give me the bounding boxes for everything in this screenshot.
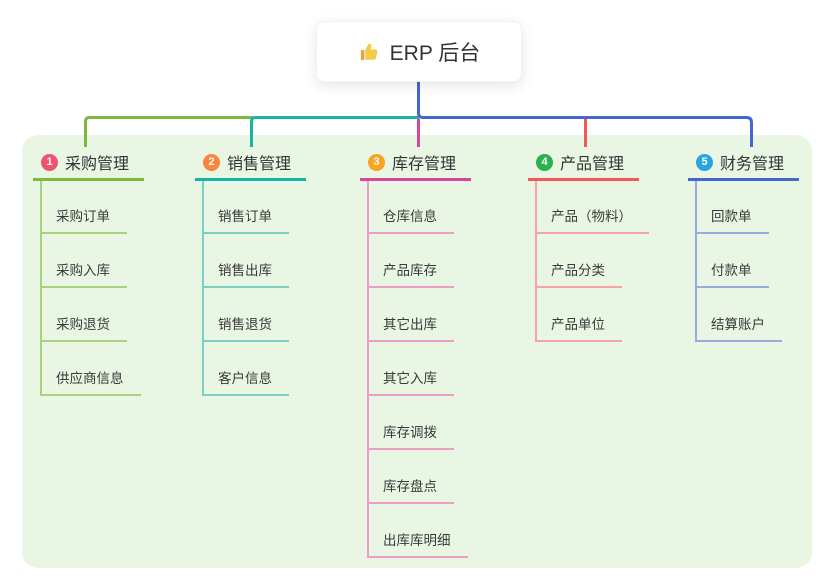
branch-3-items: 仓库信息产品库存其它出库其它入库库存调拨库存盘点出库库明细 (367, 181, 471, 558)
branch-4-items: 产品（物料）产品分类产品单位 (535, 181, 649, 342)
branch-2: 2 销售管理销售订单销售出库销售退货客户信息 (195, 148, 307, 396)
branch-4-title[interactable]: 4 产品管理 (528, 148, 640, 181)
branch-5-item-1[interactable]: 回款单 (697, 181, 769, 234)
branch-2-number-badge: 2 (203, 153, 220, 171)
branch-2-item-3[interactable]: 销售退货 (204, 288, 289, 342)
branch-3-item-2[interactable]: 产品库存 (369, 234, 454, 288)
branch-4: 4 产品管理产品（物料）产品分类产品单位 (528, 148, 649, 342)
branch-1-items: 采购订单采购入库采购退货供应商信息 (40, 181, 144, 396)
branch-5-item-3[interactable]: 结算账户 (697, 288, 782, 342)
branch-1-item-3[interactable]: 采购退货 (42, 288, 127, 342)
branch-1: 1 采购管理采购订单采购入库采购退货供应商信息 (33, 148, 145, 396)
branch-2-item-4[interactable]: 客户信息 (204, 342, 289, 396)
thumbs-up-icon (358, 40, 381, 63)
branch-4-item-3[interactable]: 产品单位 (537, 288, 622, 342)
branch-4-item-2[interactable]: 产品分类 (537, 234, 622, 288)
branch-2-items: 销售订单销售出库销售退货客户信息 (202, 181, 306, 396)
branch-2-item-1[interactable]: 销售订单 (204, 181, 289, 234)
branch-2-item-2[interactable]: 销售出库 (204, 234, 289, 288)
branch-3-item-4[interactable]: 其它入库 (369, 342, 454, 396)
branch-3-title-label: 库存管理 (392, 156, 457, 173)
branch-3-item-1[interactable]: 仓库信息 (369, 181, 454, 234)
branch-3-item-5[interactable]: 库存调拨 (369, 396, 454, 450)
branch-5-number-badge: 5 (696, 153, 713, 171)
branch-5-item-2[interactable]: 付款单 (697, 234, 769, 288)
branch-5: 5 财务管理回款单付款单结算账户 (688, 148, 800, 342)
branch-2-title-label: 销售管理 (227, 156, 292, 173)
branch-4-item-1[interactable]: 产品（物料） (537, 181, 649, 234)
branch-1-item-2[interactable]: 采购入库 (42, 234, 127, 288)
branch-3-item-7[interactable]: 出库库明细 (369, 504, 468, 558)
branch-3-title[interactable]: 3 库存管理 (360, 148, 472, 181)
branch-1-item-1[interactable]: 采购订单 (42, 181, 127, 234)
branch-3-item-6[interactable]: 库存盘点 (369, 450, 454, 504)
branch-4-number-badge: 4 (536, 153, 553, 171)
branch-4-title-label: 产品管理 (560, 156, 625, 173)
branch-3: 3 库存管理仓库信息产品库存其它出库其它入库库存调拨库存盘点出库库明细 (360, 148, 472, 558)
mindmap-panel (22, 135, 812, 568)
branch-1-title[interactable]: 1 采购管理 (33, 148, 145, 181)
root-node[interactable]: ERP 后台 (316, 21, 522, 82)
branch-1-title-label: 采购管理 (65, 156, 130, 173)
root-title: ERP 后台 (389, 41, 481, 65)
branch-5-items: 回款单付款单结算账户 (695, 181, 799, 342)
branch-3-item-3[interactable]: 其它出库 (369, 288, 454, 342)
branch-5-title-label: 财务管理 (720, 156, 785, 173)
branch-2-title[interactable]: 2 销售管理 (195, 148, 307, 181)
branch-1-number-badge: 1 (41, 153, 58, 171)
branch-1-item-4[interactable]: 供应商信息 (42, 342, 141, 396)
branch-5-title[interactable]: 5 财务管理 (688, 148, 800, 181)
branch-3-number-badge: 3 (368, 153, 385, 171)
